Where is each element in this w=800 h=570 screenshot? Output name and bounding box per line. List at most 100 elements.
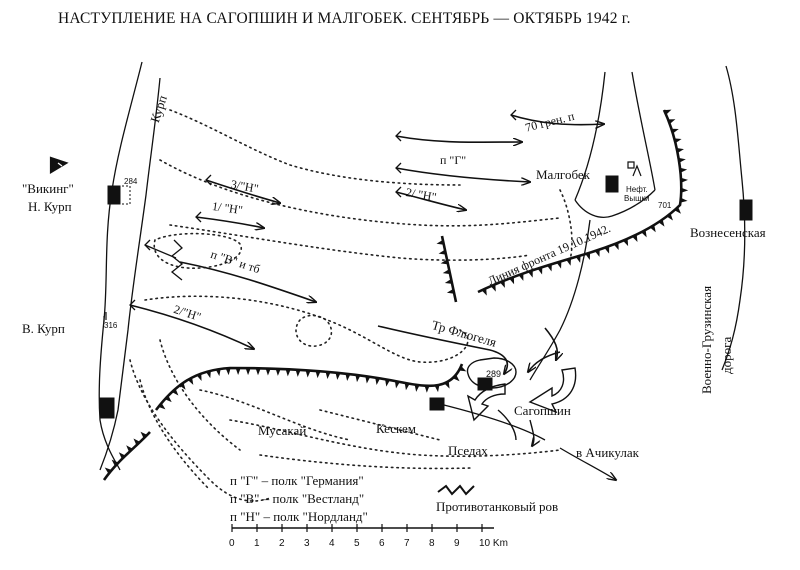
front-line-tooth: [678, 157, 686, 163]
front-line-tooth: [681, 187, 689, 193]
front-line-tooth: [365, 376, 371, 384]
unit-arrows: [129, 114, 604, 349]
antitank-ditch-legend: [437, 484, 475, 496]
front-line-tooth: [671, 128, 679, 134]
unit-p-g: п "Г": [440, 153, 467, 167]
height-289: 289: [486, 369, 502, 379]
front-line-tooth: [305, 370, 311, 378]
legend-item-v: п "В" – полк "Вестланд": [230, 491, 365, 506]
scale-tick-label: 6: [379, 538, 385, 549]
front-line-tooth: [676, 148, 684, 153]
front-line-tooth: [452, 374, 460, 382]
front-line-tooth: [575, 255, 581, 263]
front-line-tooth: [424, 385, 430, 393]
front-line-tooth: [158, 402, 166, 410]
front-line-tooth: [355, 374, 361, 383]
front-line-tooth: [623, 238, 629, 247]
height-284: 284: [124, 177, 138, 186]
front-line-tooth: [641, 229, 647, 238]
front-line-tooth: [126, 445, 133, 453]
front-line-tooth: [528, 270, 533, 278]
front-line-tooth: [446, 288, 455, 294]
legend-item-n: п "Н" – полк "Нордланд": [230, 509, 368, 524]
front-line-tooth: [658, 219, 665, 227]
musakai-label: Мусакай: [258, 423, 307, 438]
front-line-tooth: [345, 373, 351, 381]
front-line-tooth: [104, 467, 112, 474]
scale-tick-label: 7: [404, 538, 410, 549]
front-line-tooth: [171, 388, 179, 396]
oil-derrick: [627, 161, 642, 177]
front-line-tooth: [666, 213, 673, 221]
legend-antitank-label: Противотанковый ров: [436, 499, 559, 514]
arrow-tails: [129, 109, 517, 311]
legend-item-g: п "Г" – полк "Германия": [230, 473, 364, 488]
height-701: 701: [658, 201, 672, 210]
keskem-label: Кескем: [376, 421, 417, 436]
front-line-tooth: [490, 284, 496, 292]
front-line-tooth: [285, 369, 291, 377]
scale-tick-label: 4: [329, 538, 335, 549]
front-line-tooth: [436, 239, 444, 245]
front-line-tooth: [518, 273, 524, 281]
malgobek-label: Малгобек: [536, 167, 590, 182]
front-line-tooth: [444, 381, 450, 389]
front-line-tooth: [667, 119, 676, 125]
malgobek-ridge: [574, 71, 656, 218]
scale-tick-label: 0: [229, 538, 235, 549]
front-line-tooth: [255, 368, 261, 376]
front-line-tooth: [585, 252, 591, 261]
front-line-tooth: [556, 261, 562, 269]
front-line-tooth: [179, 382, 186, 390]
counter-attacks: [466, 357, 577, 446]
front-line-tooth: [375, 377, 381, 385]
scale-tick-label: 1: [254, 538, 260, 549]
front-line-tooth: [481, 288, 487, 296]
front-line-tooth: [111, 459, 119, 467]
front-line-tooth: [118, 452, 126, 460]
voznesenskaya-label: Вознесенская: [690, 225, 766, 240]
front-line-tooth: [604, 246, 610, 254]
v-kurp-label: В. Курп: [22, 321, 65, 336]
front-line-tooth: [164, 395, 172, 403]
map-title: НАСТУПЛЕНИЕ НА САГОПШИН И МАЛГОБЕК. СЕНТ…: [58, 10, 631, 27]
front-line-tooth: [664, 109, 672, 115]
front-line-tooth: [679, 167, 688, 173]
front-line-tooth: [594, 249, 600, 257]
front-line-tooth: [632, 234, 638, 242]
front-line-tooth: [566, 258, 571, 266]
road-label-1: Военно-Грузинская: [699, 285, 714, 394]
front-line-tooth: [187, 377, 194, 385]
scale-tick-label: 9: [454, 538, 460, 549]
front-line-tooth: [133, 438, 141, 446]
oil-label-1: Нефт.: [626, 185, 648, 194]
achikulak-label: в Ачикулак: [576, 445, 639, 460]
oil-label-2: Вышки: [624, 194, 650, 203]
scale-tick-label: 5: [354, 538, 360, 549]
scale-tick-label: 8: [429, 538, 435, 549]
viking-symbol: [49, 156, 69, 174]
front-line-tooth: [295, 369, 301, 377]
psedakh-label: Пседах: [448, 443, 488, 458]
viking-label: "Викинг": [22, 181, 74, 196]
tr-flugel-arrows: [377, 325, 560, 374]
front-line-tooth: [438, 249, 446, 255]
front-line-teeth: [104, 109, 689, 474]
front-line-tooth: [680, 177, 688, 183]
front-line-tooth: [674, 206, 681, 214]
scale-tick-label: 10 Km: [479, 538, 508, 549]
front-line-tooth: [414, 384, 420, 392]
front-line-tooth: [245, 368, 251, 376]
n-kurp-label: Н. Курп: [28, 199, 72, 214]
front-line-tooth: [265, 368, 271, 376]
front-line-tooth: [196, 373, 202, 381]
front-line-tooth: [537, 267, 543, 275]
front-line-tooth: [404, 382, 410, 391]
front-line-tooth: [440, 259, 449, 265]
front-line-tooth: [442, 269, 451, 275]
front-line-tooth: [325, 371, 331, 380]
scale-tick-label: 2: [279, 538, 285, 549]
